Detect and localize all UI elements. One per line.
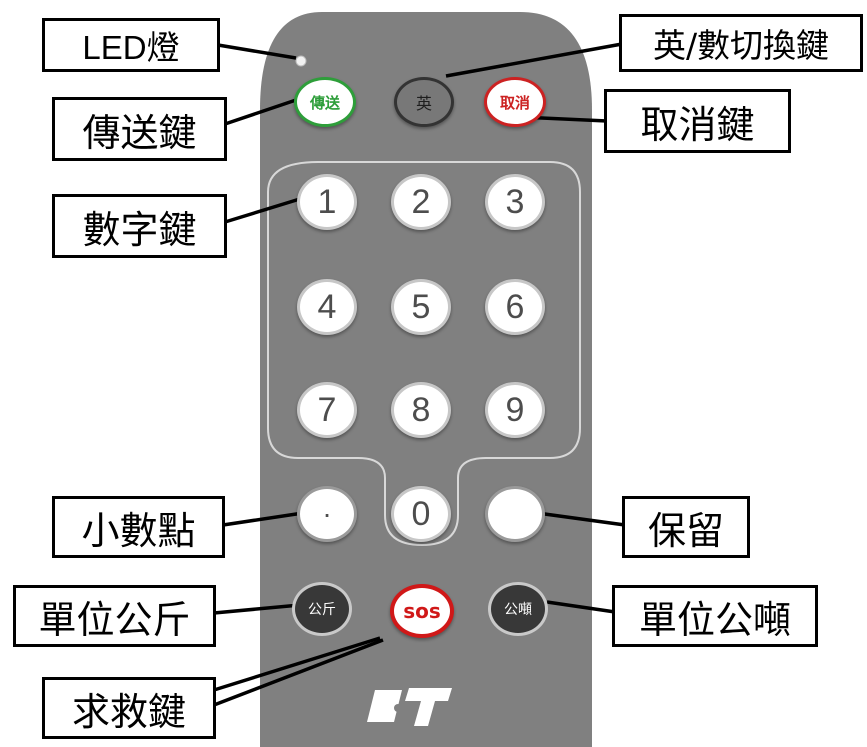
callout-unit-ton-text: 單位公噸 bbox=[638, 597, 791, 642]
digit-key-label: 7 bbox=[317, 390, 337, 429]
digit-key-8[interactable]: 8 bbox=[391, 382, 451, 438]
cancel-key-label: 取消 bbox=[499, 93, 530, 112]
brand-logo bbox=[367, 688, 452, 726]
callout-cancel-key-text: 取消鍵 bbox=[640, 102, 755, 147]
digit-key-label: 2 bbox=[411, 182, 431, 221]
decimal-point-key[interactable]: · bbox=[297, 486, 357, 542]
callout-cancel-key: 取消鍵 bbox=[604, 89, 791, 153]
digit-key-1[interactable]: 1 bbox=[297, 174, 357, 230]
callout-send-key: 傳送鍵 bbox=[52, 97, 227, 161]
callout-send-key-text: 傳送鍵 bbox=[82, 110, 197, 155]
callout-decimal-point: 小數點 bbox=[52, 496, 225, 558]
callout-led: LED燈 bbox=[42, 18, 220, 72]
leader-lines bbox=[213, 42, 626, 707]
cancel-key[interactable]: 取消 bbox=[484, 77, 546, 127]
digit-key-6[interactable]: 6 bbox=[485, 279, 545, 335]
callout-reserved-key: 保留 bbox=[622, 496, 750, 558]
callout-unit-kg-text: 單位公斤 bbox=[38, 597, 191, 642]
unit-ton-key-label: 公噸 bbox=[504, 602, 532, 618]
callout-unit-ton: 單位公噸 bbox=[612, 585, 818, 647]
digit-key-label: 1 bbox=[317, 182, 337, 221]
callout-led-text: LED燈 bbox=[82, 29, 180, 66]
digit-key-label: 5 bbox=[411, 287, 431, 326]
callout-decimal-point-text: 小數點 bbox=[81, 508, 196, 553]
digit-key-label: 9 bbox=[505, 390, 525, 429]
callout-sos-key: 求救鍵 bbox=[42, 677, 216, 739]
digit-key-3[interactable]: 3 bbox=[485, 174, 545, 230]
callout-digit-keys: 數字鍵 bbox=[52, 194, 227, 258]
led-indicator bbox=[295, 55, 307, 67]
lang-switch-key-label: 英 bbox=[415, 94, 432, 113]
callout-reserved-key-text: 保留 bbox=[647, 508, 724, 553]
send-key-label: 傳送 bbox=[309, 93, 340, 112]
keypad-outline bbox=[267, 161, 581, 547]
decimal-point-key-label: · bbox=[322, 498, 332, 529]
unit-ton-key[interactable]: 公噸 bbox=[488, 582, 548, 636]
digit-key-0[interactable]: 0 bbox=[391, 486, 451, 542]
callout-digit-keys-text: 數字鍵 bbox=[82, 207, 197, 252]
unit-kg-key[interactable]: 公斤 bbox=[292, 582, 352, 636]
callout-sos-key-text: 求救鍵 bbox=[71, 689, 186, 734]
callout-lang-switch: 英/數切換鍵 bbox=[619, 14, 863, 72]
sos-key[interactable]: sos bbox=[390, 584, 454, 638]
sos-key-label: sos bbox=[403, 599, 441, 623]
digit-key-5[interactable]: 5 bbox=[391, 279, 451, 335]
digit-key-9[interactable]: 9 bbox=[485, 382, 545, 438]
digit-key-2[interactable]: 2 bbox=[391, 174, 451, 230]
digit-key-label: 8 bbox=[411, 390, 431, 429]
reserved-key[interactable] bbox=[485, 486, 545, 542]
unit-kg-key-label: 公斤 bbox=[308, 602, 336, 618]
digit-key-label: 6 bbox=[505, 287, 525, 326]
callout-unit-kg: 單位公斤 bbox=[13, 585, 216, 647]
send-key[interactable]: 傳送 bbox=[294, 77, 356, 127]
lang-switch-key[interactable]: 英 bbox=[394, 77, 454, 127]
digit-key-label: 3 bbox=[505, 182, 525, 221]
digit-key-4[interactable]: 4 bbox=[297, 279, 357, 335]
digit-key-7[interactable]: 7 bbox=[297, 382, 357, 438]
digit-key-label: 4 bbox=[317, 287, 337, 326]
digit-key-label: 0 bbox=[411, 494, 431, 533]
callout-lang-switch-text: 英/數切換鍵 bbox=[652, 26, 830, 65]
